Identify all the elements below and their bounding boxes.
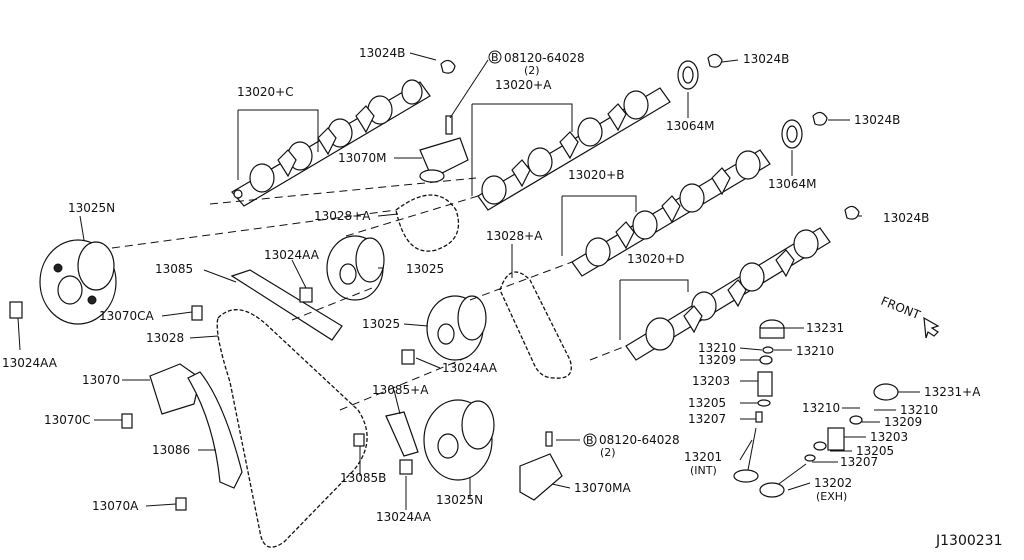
label-13085b: 13085B (340, 471, 386, 485)
bolt-ref-08120-lower: B 08120-64028 (2) (583, 433, 680, 459)
label-13024b-lower-right: 13024B (883, 211, 929, 225)
valve-train-exhaust (759, 383, 899, 498)
sprocket-13025n-lower (423, 399, 495, 481)
label-13070ma: 13070MA (574, 481, 632, 495)
chain-guide-13085 (230, 269, 343, 341)
timing-chain-13028a-upper (395, 194, 460, 252)
label-13070c: 13070C (44, 413, 91, 427)
camshaft-13020-d (625, 227, 831, 361)
label-13202-exh: (EXH) (816, 490, 847, 503)
label-13070ca: 13070CA (99, 309, 155, 323)
front-arrow (923, 316, 940, 339)
label-qty-lower: (2) (600, 446, 616, 459)
label-13210-exhaust-left: 13210 (802, 401, 840, 415)
chain-guide-13085a (385, 411, 419, 457)
label-13028-a-middle: 13028+A (486, 229, 543, 243)
label-13201-int: (INT) (690, 464, 717, 477)
label-13231: 13231 (806, 321, 844, 335)
leader-lines (17, 52, 920, 510)
label-13210-exhaust-right: 13210 (900, 403, 938, 417)
label-13064m-lower: 13064M (768, 177, 817, 191)
sprocket-13025n-upper (39, 239, 117, 325)
label-13070a: 13070A (92, 499, 139, 513)
label-13024b-top-left: 13024B (359, 46, 405, 60)
sensor-13070ma (519, 453, 563, 501)
camshaft-13020-a (477, 87, 671, 211)
timing-chain-13028a-mid (499, 271, 572, 379)
label-13064m-upper: 13064M (666, 119, 715, 133)
timing-chain-13028 (216, 309, 368, 548)
label-13086: 13086 (152, 443, 190, 457)
label-13085-a: 13085+A (372, 383, 429, 397)
cam-plug-13024b (440, 53, 860, 220)
label-13207-exhaust: 13207 (840, 455, 878, 469)
label-13209-exhaust: 13209 (884, 415, 922, 429)
label-13025n-lower: 13025N (436, 493, 483, 507)
bolt-symbol-upper: B (491, 51, 499, 64)
label-13028: 13028 (146, 331, 184, 345)
bolt-ref-08120-upper: B 08120-64028 (2) (488, 50, 585, 77)
camshaft-13020-c (231, 79, 431, 207)
label-13203-intake: 13203 (692, 374, 730, 388)
label-13205-intake: 13205 (688, 396, 726, 410)
label-13202: 13202 (814, 476, 852, 490)
label-08120-64028-upper: 08120-64028 (504, 51, 585, 65)
label-13024b-top-right: 13024B (743, 52, 789, 66)
label-13020-a: 13020+A (495, 78, 552, 92)
label-13070: 13070 (82, 373, 120, 387)
label-13210-right: 13210 (796, 344, 834, 358)
sprocket-13025-upper (326, 235, 385, 301)
label-13231-a: 13231+A (924, 385, 981, 399)
sprocket-13025-middle (426, 295, 487, 361)
bolts (9, 287, 553, 511)
label-13024b-right: 13024B (854, 113, 900, 127)
label-13024aa-lower: 13024AA (376, 510, 432, 524)
label-13028-a-upper: 13028+A (314, 209, 371, 223)
diagram-id: J1300231 (935, 533, 1002, 549)
label-qty-upper: (2) (524, 64, 540, 77)
label-13020-c: 13020+C (237, 85, 294, 99)
chain-tensioner-13070 (149, 363, 201, 415)
camshaft-13020-b (571, 149, 771, 277)
oil-seal-13064m (677, 60, 803, 149)
label-13207-intake: 13207 (688, 412, 726, 426)
label-13203-exhaust: 13203 (870, 430, 908, 444)
label-13205-exhaust: 13205 (856, 444, 894, 458)
tension-arm-13086 (187, 371, 243, 489)
label-13025-middle: 13025 (362, 317, 400, 331)
bolt-symbol-lower: B (586, 434, 594, 447)
label-13025n-upper: 13025N (68, 201, 115, 215)
label-13020-d: 13020+D (627, 252, 684, 266)
sensor-13070m (419, 115, 469, 183)
label-13210-left: 13210 (698, 341, 736, 355)
label-13024aa-left: 13024AA (2, 356, 58, 370)
label-13085: 13085 (155, 262, 193, 276)
label-13024aa-upper: 13024AA (264, 248, 320, 262)
label-13209-intake: 13209 (698, 353, 736, 367)
label-13201: 13201 (684, 450, 722, 464)
label-13020-b: 13020+B (568, 168, 624, 182)
label-front: FRONT (879, 294, 923, 323)
label-13025-upper: 13025 (406, 262, 444, 276)
label-13070m: 13070M (338, 151, 387, 165)
label-08120-64028-lower: 08120-64028 (599, 433, 680, 447)
alignment-lines (111, 177, 627, 411)
callout-labels: 13024B B 08120-64028 (2) 13024B 13020+C … (2, 46, 1002, 549)
label-13024aa-middle: 13024AA (442, 361, 498, 375)
